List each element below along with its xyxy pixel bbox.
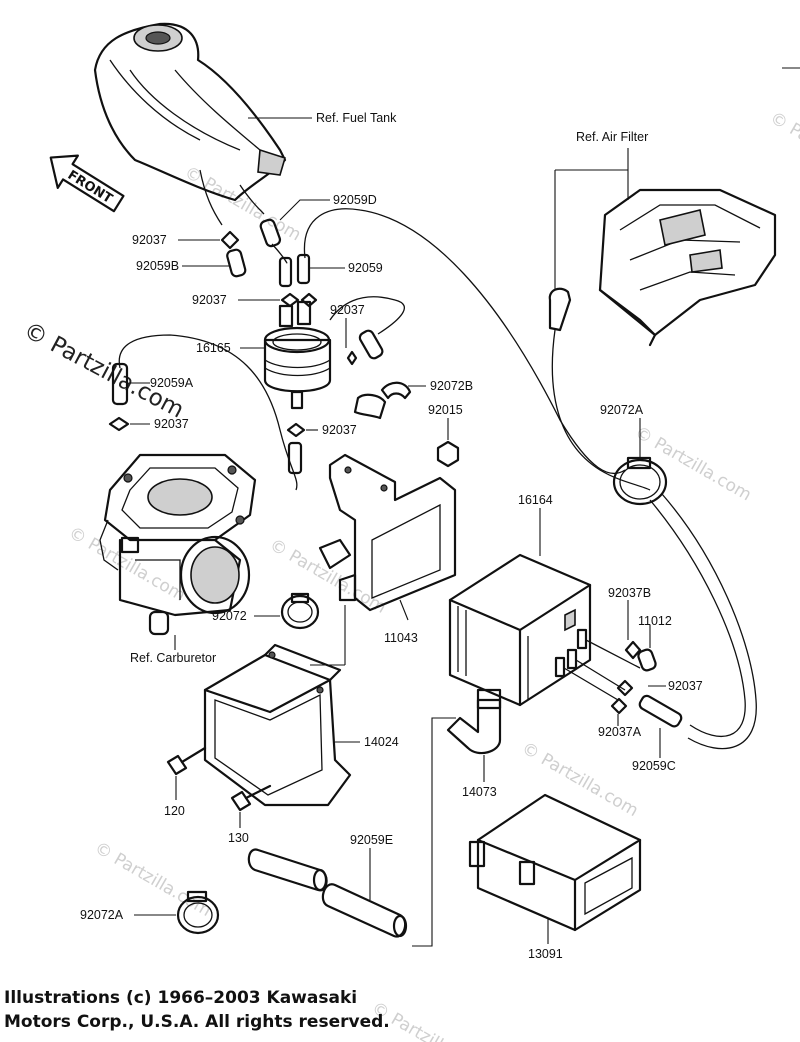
part-92072B-label: 92072B (430, 379, 473, 393)
hose-92059A (111, 362, 129, 406)
part-92037-label: 92037 (192, 293, 227, 307)
part-92059A-label: 92059A (150, 376, 194, 390)
part-92037-label: 92037 (154, 417, 189, 431)
carburetor (99, 453, 257, 636)
part-130-label: 130 (228, 831, 249, 845)
clamp-92072A (612, 456, 668, 506)
box-13091 (468, 793, 642, 932)
hose-92059D (259, 218, 282, 248)
cap-11012 (637, 648, 657, 672)
fuel-line (303, 208, 626, 475)
hose (287, 441, 303, 475)
clamp-92037A (610, 697, 628, 715)
part-92072A-label: 92072A (600, 403, 644, 417)
part-14073-label: 14073 (462, 785, 497, 799)
vent-hose (661, 493, 757, 750)
part-92037-label: 92037 (132, 233, 167, 247)
bracket-92072B (380, 381, 412, 400)
hose-92059C (638, 694, 683, 728)
part-16164-label: 16164 (518, 493, 553, 507)
clamp-92037 (108, 416, 130, 432)
copyright-line: Illustrations (c) 1966–2003 Kawasaki (4, 988, 358, 1008)
copyright-line: Motors Corp., U.S.A. All rights reserved… (4, 1012, 390, 1032)
bracket-11043 (318, 453, 457, 612)
part-13091-label: 13091 (528, 947, 563, 961)
fuel-filter-16165 (263, 300, 332, 410)
hose-92059B (226, 248, 247, 278)
hose-92059E (247, 848, 408, 938)
clamp-92072 (280, 592, 320, 630)
fuel-line (199, 169, 223, 226)
ref-carburetor-label: Ref. Carburetor (130, 651, 216, 665)
part-120-label: 120 (164, 804, 185, 818)
part-11043-label: 11043 (384, 631, 418, 645)
ref-fuel-tank-label: Ref. Fuel Tank (316, 111, 397, 125)
part-11012-label: 11012 (638, 614, 672, 628)
clamp-92037B (624, 640, 642, 660)
part-92072-label: 92072 (212, 609, 247, 623)
fuel-line (239, 184, 265, 215)
clamp-92037 (286, 422, 306, 438)
front-arrow-label: FRONT (65, 168, 115, 207)
part-92059B-label: 92059B (136, 259, 179, 273)
watermark: © Partzilla.com (181, 162, 305, 245)
elbow-14073 (446, 688, 502, 755)
screw-130 (230, 784, 272, 812)
elbow-hose (548, 287, 572, 332)
fuel-line (118, 334, 298, 491)
watermark-bold: © Partzilla.com (19, 317, 188, 423)
canister-16164 (448, 553, 592, 707)
air-filter (598, 188, 777, 347)
watermark: © Partzilla.com (766, 108, 800, 191)
nut-92015 (436, 440, 460, 468)
watermark: © Partzilla.com (65, 523, 189, 606)
part-14024-label: 14024 (364, 735, 399, 749)
copyright-notice: Illustrations (c) 1966–2003 Kawasaki Mot… (4, 986, 390, 1034)
part-92037-label: 92037 (668, 679, 703, 693)
part-92059C-label: 92059C (632, 759, 676, 773)
part-92072A-label: 92072A (80, 908, 124, 922)
clamp-92037 (220, 230, 240, 250)
part-92059-label: 92059 (348, 261, 383, 275)
hose-92059 (296, 253, 311, 285)
part-92059D-label: 92059D (333, 193, 377, 207)
part-92059E-label: 92059E (350, 833, 393, 847)
hose-92059 (278, 256, 293, 288)
front-arrow: FRONT (49, 154, 125, 213)
part-92037-label: 92037 (322, 423, 357, 437)
part-92037-label: 92037 (330, 303, 365, 317)
clamp-92072A-bottom (176, 890, 220, 935)
watermark: © Partzilla.com (518, 738, 642, 821)
vent-hose (649, 499, 746, 738)
clamp-92037 (280, 292, 300, 308)
clamp-92037 (616, 679, 634, 697)
cover-14024 (203, 643, 352, 807)
part-92037A-label: 92037A (598, 725, 642, 739)
part-92037B-label: 92037B (608, 586, 651, 600)
part-16165-label: 16165 (196, 341, 231, 355)
ref-air-filter-label: Ref. Air Filter (576, 130, 648, 144)
screw-120 (166, 746, 207, 776)
fuel-tank (93, 22, 287, 202)
clamp-92037 (300, 292, 318, 308)
part-92015-label: 92015 (428, 403, 463, 417)
